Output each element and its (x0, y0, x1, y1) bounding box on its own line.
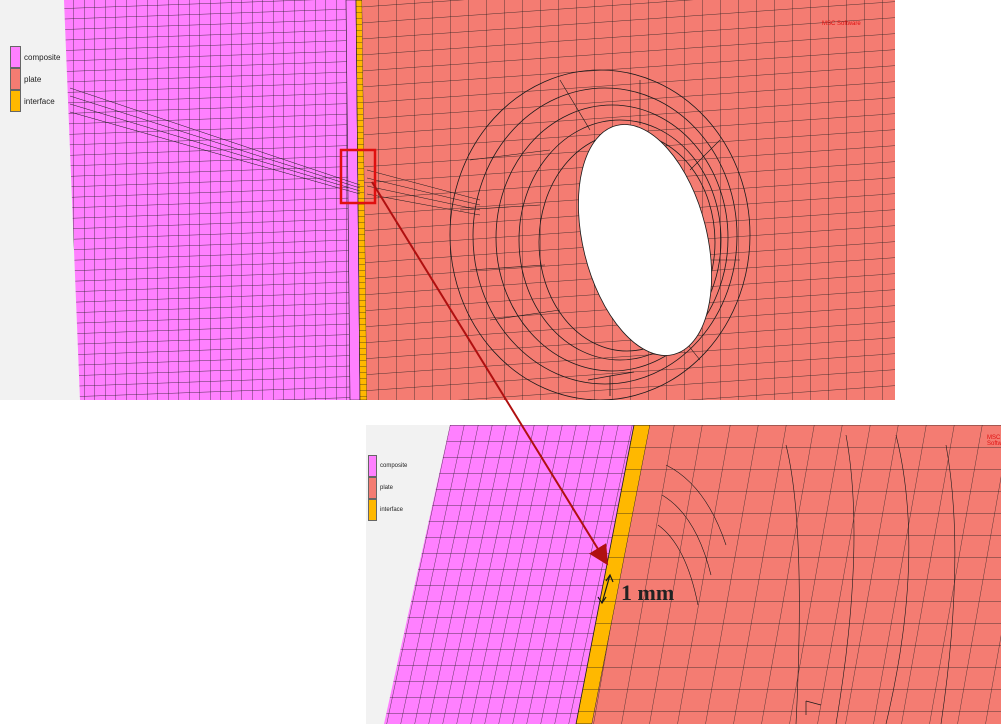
mesh-zoom-canvas (384, 425, 1001, 724)
zoom-legend-label-interface: interface (380, 507, 404, 513)
mesh-overview-view: composite plate interface MSC Software (0, 0, 895, 400)
legend-label-interface: interface (24, 96, 55, 106)
legend-label-plate: plate (24, 74, 42, 84)
legend-swatch-interface (10, 90, 21, 112)
dimension-arrow-icon (597, 573, 614, 605)
legend-swatch-composite (10, 46, 21, 68)
composite-mesh (64, 0, 360, 400)
zoom-legend-item-composite: composite (368, 455, 407, 477)
zoom-callout-box (339, 148, 377, 205)
zoom-plate-curves (657, 434, 956, 724)
legend-swatch-plate (10, 68, 21, 90)
zoom-legend: composite plate interface (368, 455, 407, 521)
composite-edge-strip (345, 0, 361, 400)
zoom-plate-mesh (592, 425, 1001, 724)
zoom-legend-label-composite: composite (380, 463, 408, 469)
zoom-interface-mesh (576, 425, 650, 724)
zoom-legend-item-interface: interface (368, 499, 407, 521)
zoom-msc-logo: MSC Software (987, 435, 1001, 447)
dimension-label: 1 mm (621, 580, 675, 605)
interface-mesh (355, 0, 368, 400)
mesh-overview-canvas (64, 0, 895, 400)
zoom-legend-label-plate: plate (380, 485, 394, 491)
legend-item-interface: interface (10, 90, 60, 112)
legend-item-plate: plate (10, 68, 60, 90)
legend-label-composite: composite (24, 52, 61, 62)
zoom-legend-swatch-interface (368, 499, 377, 521)
msc-logo: MSC Software (822, 21, 861, 27)
zoom-legend-swatch-plate (368, 477, 377, 499)
zoom-legend-item-plate: plate (368, 477, 407, 499)
legend-item-composite: composite (10, 46, 60, 68)
zoom-coordinate-triad-icon (805, 700, 822, 715)
zoom-legend-swatch-composite (368, 455, 377, 477)
legend: composite plate interface (10, 46, 60, 112)
mesh-zoom-view: composite plate interface MSC Software (366, 425, 1001, 724)
